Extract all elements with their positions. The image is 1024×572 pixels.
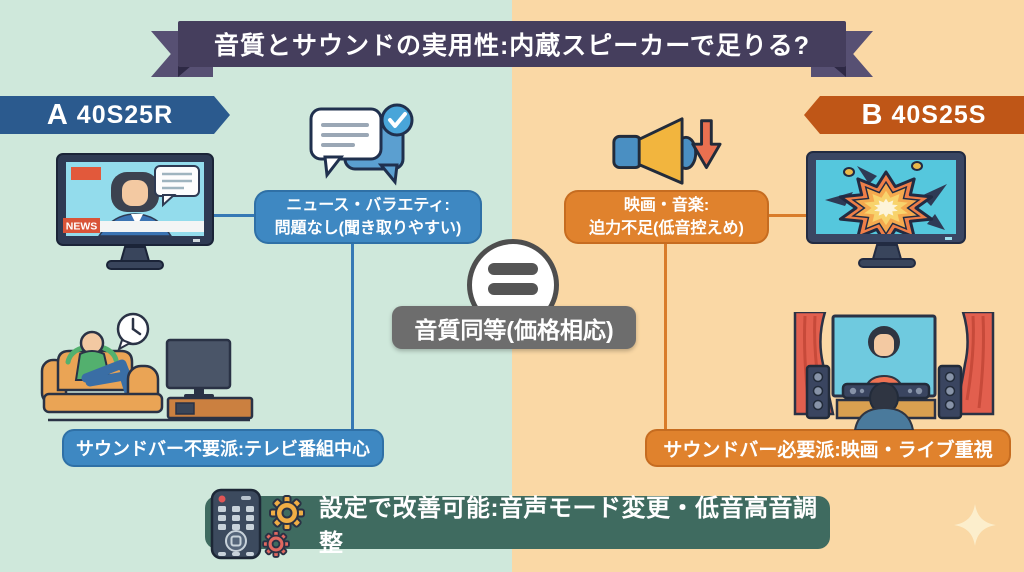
relaxing-viewer-illustration — [40, 312, 254, 422]
note-movie-music-line1: 映画・音楽: — [623, 196, 710, 214]
note-soundbar-necessary-text: サウンドバー必要派:映画・ライブ重視 — [663, 439, 993, 461]
speaker-volume-down-icon — [612, 117, 722, 185]
news-badge: NEWS — [66, 221, 98, 233]
verdict-pill: 音質同等(価格相応) — [392, 306, 636, 349]
model-b-letter: B — [861, 98, 883, 131]
sparkle-icon — [954, 504, 996, 546]
connector-orange-vertical — [664, 243, 667, 431]
home-theater-illustration — [793, 312, 995, 430]
model-badge-a: A 40S25R — [0, 96, 230, 134]
note-news-variety: ニュース・バラエティ: 問題なし(聞き取りやすい) — [254, 190, 482, 244]
connector-blue-horizontal — [214, 214, 258, 217]
background-left-panel — [0, 0, 512, 572]
remote-control-icon — [210, 488, 262, 560]
verdict-text: 音質同等(価格相応) — [414, 316, 614, 343]
on-screen-speech-bubble — [154, 165, 200, 208]
note-movie-music-line2: 迫力不足(低音控えめ) — [589, 220, 744, 237]
equals-bar-bottom — [488, 283, 538, 295]
note-news-variety-line1: ニュース・バラエティ: — [286, 196, 450, 214]
explosion-tv-illustration — [806, 151, 966, 268]
connector-orange-horizontal — [766, 214, 808, 217]
gears-icon — [262, 495, 305, 558]
note-news-variety-line2: 問題なし(聞き取りやすい) — [274, 220, 462, 237]
note-soundbar-unnecessary: サウンドバー不要派:テレビ番組中心 — [62, 429, 384, 467]
note-movie-music: 映画・音楽: 迫力不足(低音控えめ) — [564, 190, 769, 244]
connector-blue-vertical — [351, 243, 354, 431]
model-b-name: 40S25S — [891, 100, 987, 129]
note-soundbar-unnecessary-text: サウンドバー不要派:テレビ番組中心 — [76, 439, 370, 459]
footer-tip-text: 設定で改善可能:音声モード変更・低音高音調整 — [319, 494, 818, 557]
page-title-text: 音質とサウンドの実用性:内蔵スピーカーで足りる? — [213, 32, 811, 60]
model-a-letter: A — [46, 98, 68, 131]
ribbon-fold-right — [833, 66, 846, 77]
gear-red-icon — [262, 530, 290, 558]
down-arrow-icon — [691, 119, 722, 170]
gear-yellow-icon — [269, 495, 305, 531]
viewer-silhouette — [853, 382, 915, 430]
model-a-name: 40S25R — [76, 100, 174, 129]
ribbon-fold-left — [178, 66, 191, 77]
side-tv — [165, 338, 254, 420]
footer-tip-box: 設定で改善可能:音声モード変更・低音高音調整 — [205, 495, 830, 557]
speaker-towers — [805, 364, 963, 420]
model-badge-b: B 40S25S — [804, 96, 1024, 134]
check-circle-icon — [380, 103, 414, 137]
news-tv-illustration: NEWS — [56, 153, 214, 270]
page-title: 音質とサウンドの実用性:内蔵スピーカーで足りる? — [178, 21, 846, 67]
note-soundbar-necessary: サウンドバー必要派:映画・ライブ重視 — [645, 429, 1011, 467]
speech-bubble-check-icon — [309, 103, 414, 186]
clock-bubble-icon — [116, 312, 150, 352]
equals-bar-top — [488, 263, 538, 275]
background-right-panel — [512, 0, 1024, 572]
